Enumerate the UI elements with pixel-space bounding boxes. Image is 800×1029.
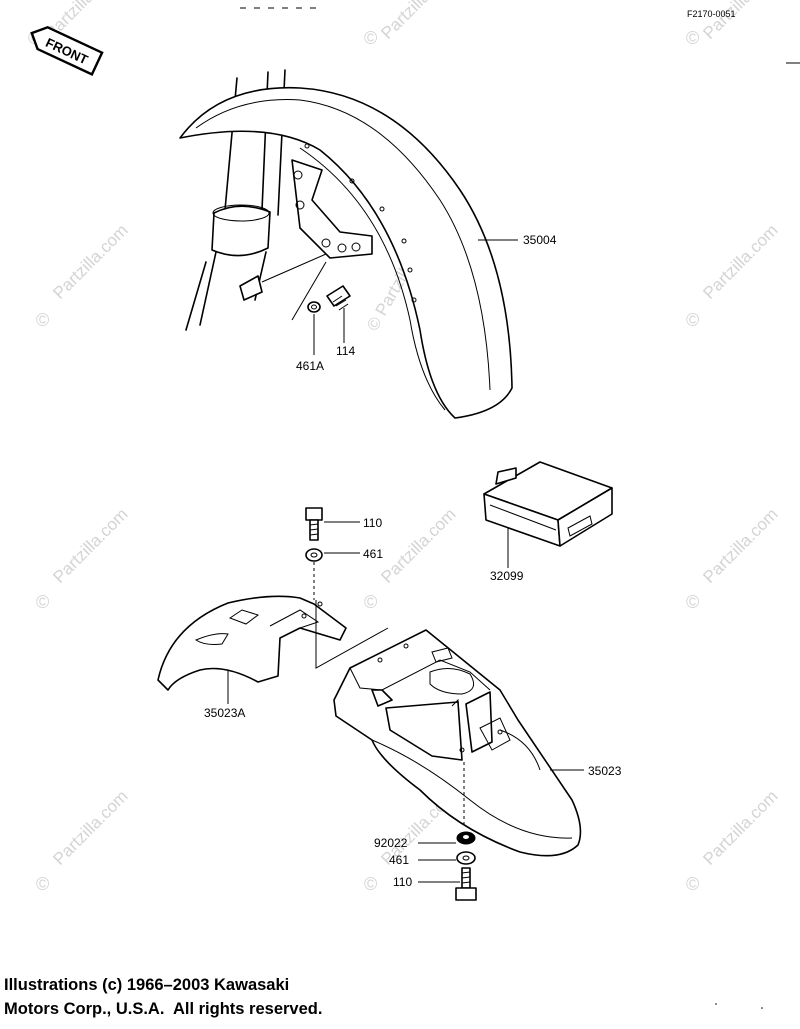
front-fork-icon [185,69,286,331]
watermark-text: Partzilla.com [377,505,459,587]
label-461-top: 461 [363,547,383,561]
label-461-bottom: 461 [389,853,409,867]
watermark-copyright-symbol: © [36,310,49,330]
label-110-bottom: 110 [393,875,412,889]
connection-guide [315,600,389,669]
watermark-copyright-symbol: © [686,592,699,612]
watermark-text: Partzilla.com [49,787,131,869]
washer-461a-icon [307,301,321,313]
watermark-copyright-symbol: © [686,310,699,330]
label-461a: 461A [296,359,324,373]
copyright-line-2: Motors Corp., U.S.A. All rights reserved… [4,1000,323,1018]
diagram-code: F2170-0051 [687,9,736,19]
watermark-text: Partzilla.com [699,787,781,869]
watermark-text: Partzilla.com [699,221,781,303]
corner-mark [715,1003,717,1005]
copyright-line-1: Illustrations (c) 1966–2003 Kawasaki [4,976,290,994]
washer-461-bottom-icon [456,851,476,865]
watermark-copyright-symbol: © [686,28,699,48]
watermark-copyright-symbol: © [36,874,49,894]
label-92022: 92022 [374,836,408,850]
label-35023a: 35023A [204,706,245,720]
copyright-notice: Illustrations (c) 1966–2003 Kawasaki Mot… [4,973,564,1021]
washer-461-top-icon [305,548,323,562]
watermark-copyright-symbol: © [364,874,377,894]
label-35023: 35023 [588,764,622,778]
watermark-copyright-symbol: © [36,592,49,612]
watermark-text: Partzilla.com [49,221,131,303]
bolt-110-top-icon [305,507,323,541]
bolt-114-icon [326,285,351,311]
label-32099: 32099 [490,569,524,583]
label-35004: 35004 [523,233,557,247]
box-32099-icon [483,461,613,547]
watermark-text: Partzilla.com [699,0,781,43]
rear-fender-icon [333,629,582,857]
washer-92022-icon [456,831,476,845]
fender-front-section-icon [157,595,347,691]
watermark-text: Partzilla.com [377,0,459,43]
watermark-copyright-symbol: © [364,592,377,612]
watermark-text: Partzilla.com [699,505,781,587]
label-114: 114 [336,344,355,358]
corner-mark [761,1007,763,1009]
watermark-copyright-symbol: © [686,874,699,894]
label-110-top: 110 [363,516,382,530]
watermark-copyright-symbol: © [364,28,377,48]
bolt-110-bottom-icon [455,867,477,901]
watermark-text: Partzilla.com [49,505,131,587]
front-fender-icon [179,86,513,419]
